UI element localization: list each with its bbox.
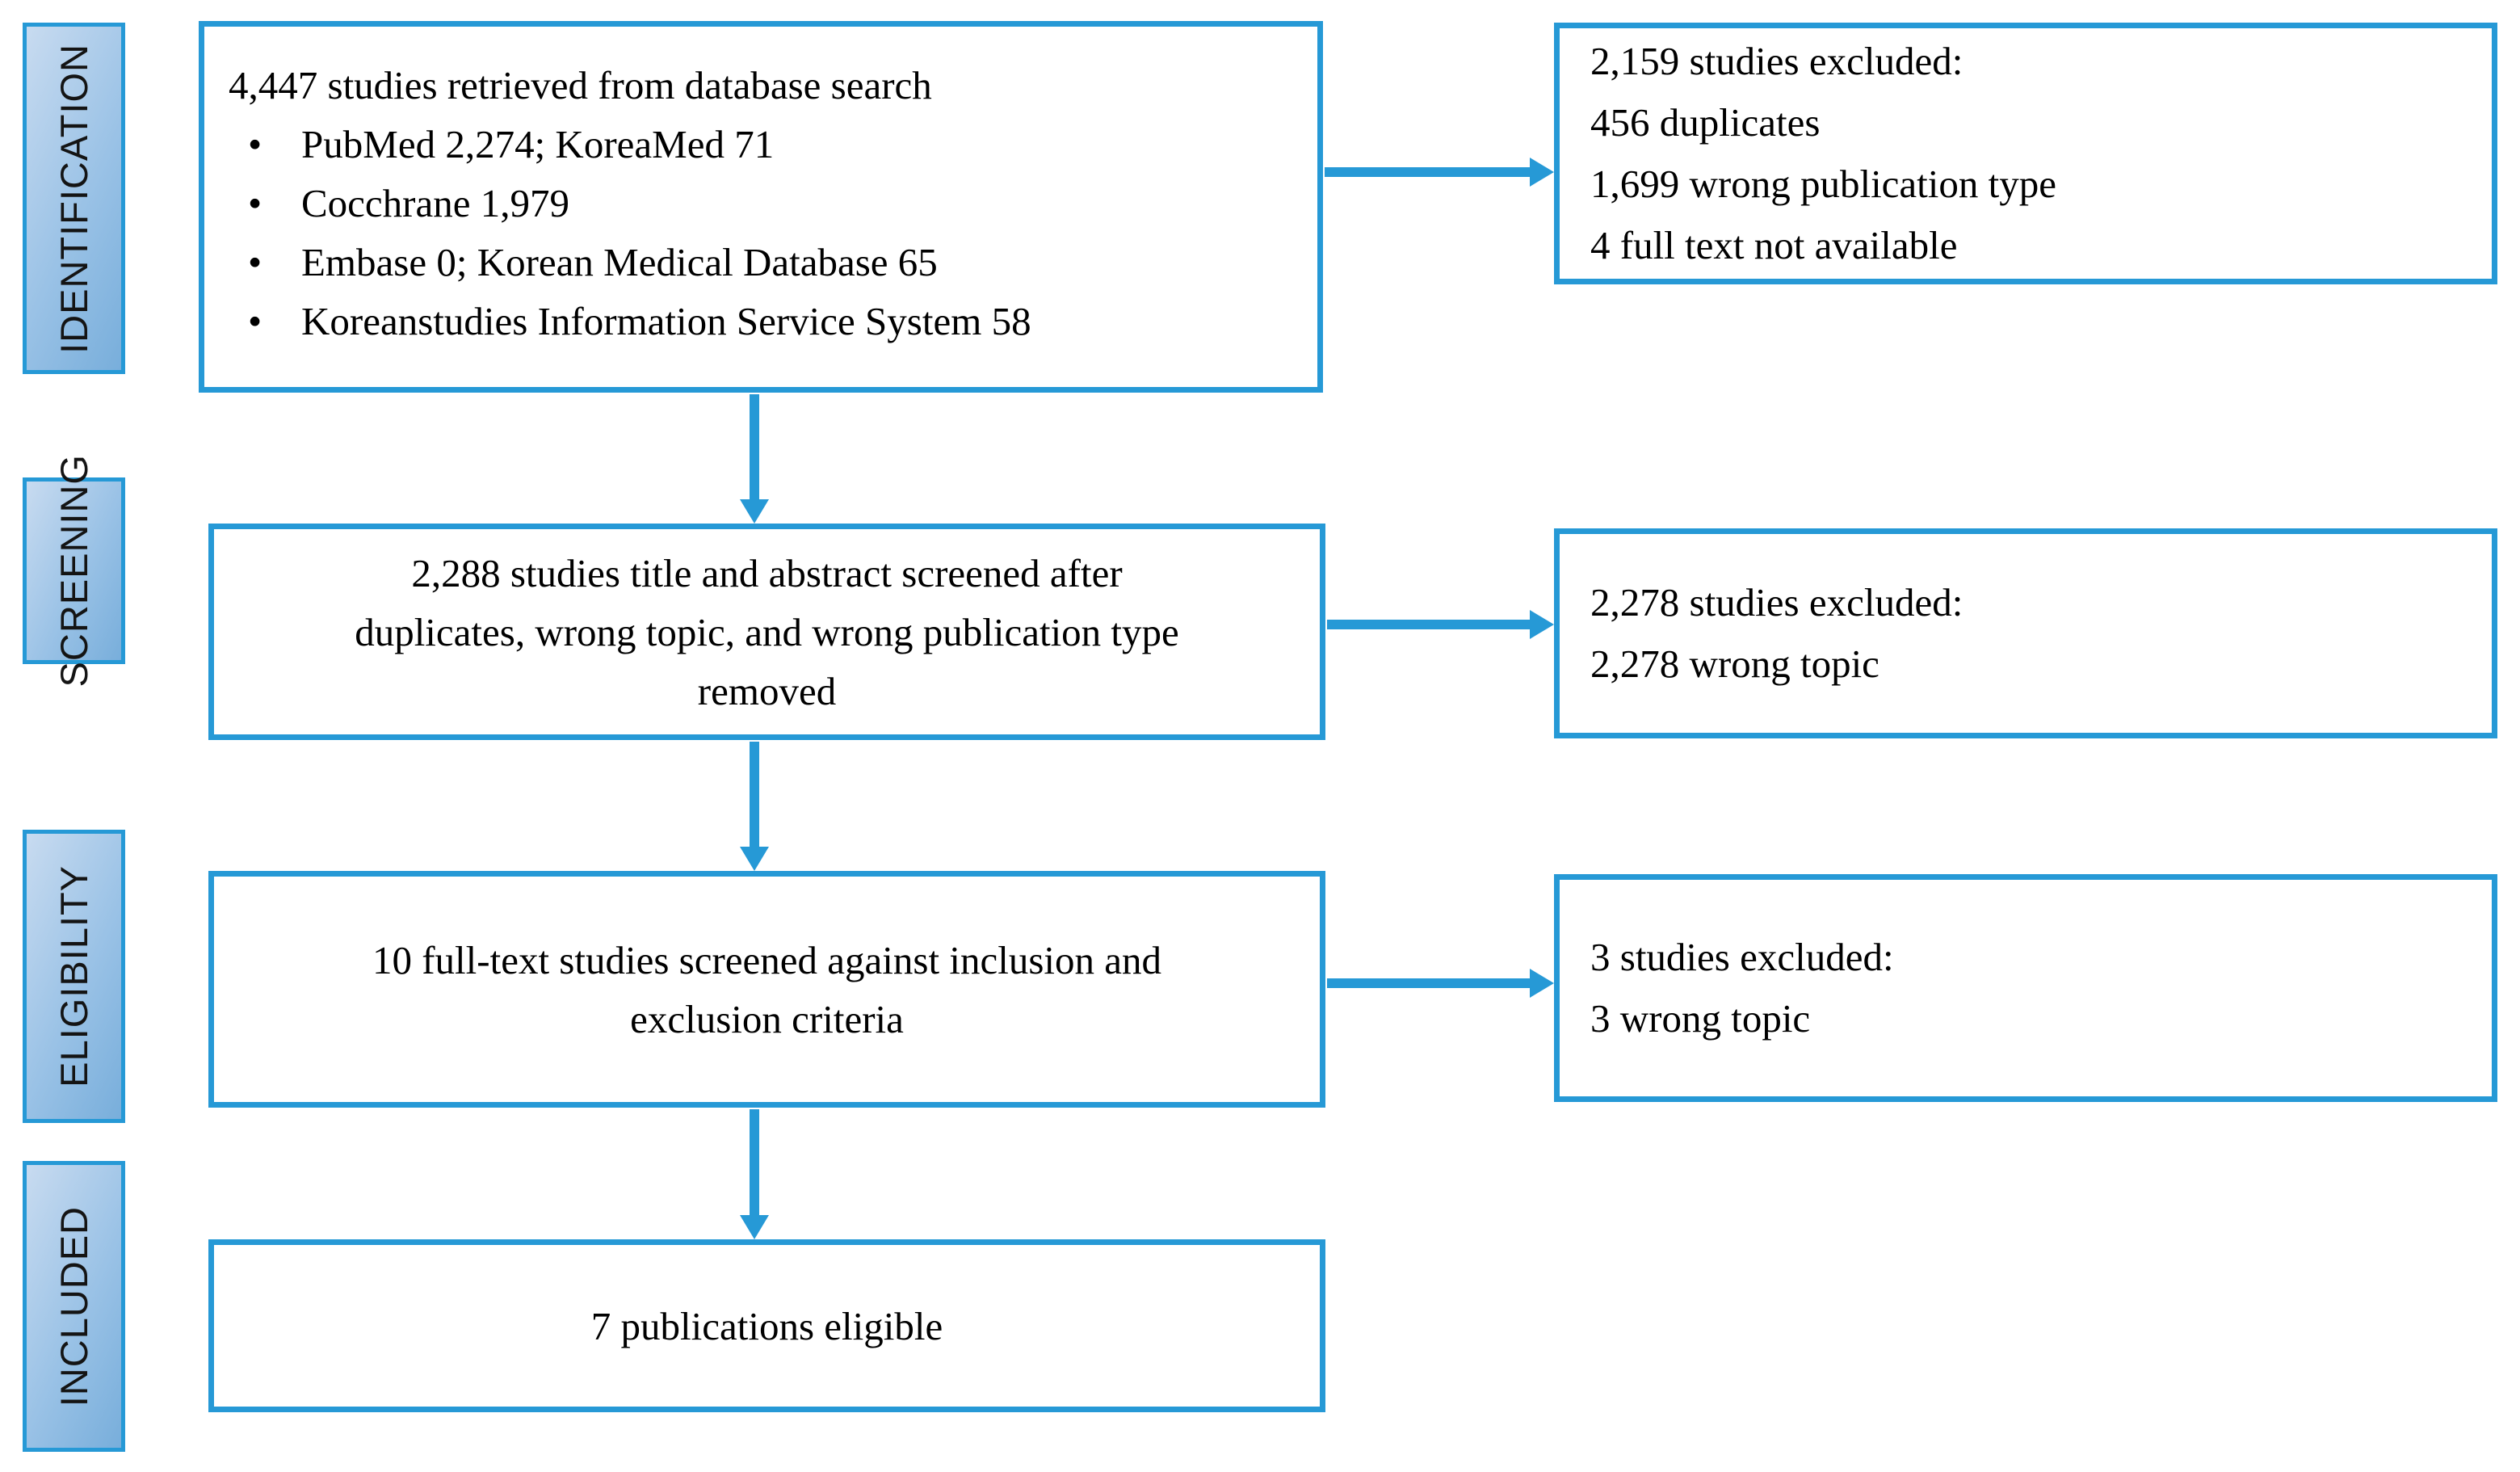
identification-box-title: 4,447 studies retrieved from database se… — [229, 63, 932, 107]
screening-excluded-box: 2,278 studies excluded: 2,278 wrong topi… — [1554, 528, 2497, 738]
identification-box: 4,447 studies retrieved from database se… — [199, 21, 1323, 393]
identification-excluded-line-1: 2,159 studies excluded: — [1590, 39, 1964, 83]
arrow-head-right-icon — [1530, 610, 1554, 639]
stage-label-screening: SCREENING — [23, 454, 125, 688]
arrow-down-eligibility-to-included — [740, 1109, 769, 1239]
arrow-shaft — [750, 1109, 759, 1217]
stage-label-included: INCLUDED — [23, 1161, 125, 1452]
arrow-right-identification-to-excluded — [1325, 158, 1554, 187]
bullet-icon: • — [248, 240, 262, 284]
arrow-head-down-icon — [740, 499, 769, 524]
stage-label-identification-text: IDENTIFICATION — [52, 43, 95, 354]
screening-excluded-line-1: 2,278 studies excluded: — [1590, 580, 1964, 625]
eligibility-excluded-line-1: 3 studies excluded: — [1590, 935, 1894, 979]
identification-excluded-line-2: 456 duplicates — [1590, 100, 1821, 145]
arrow-head-down-icon — [740, 847, 769, 871]
identification-excluded-line-3: 1,699 wrong publication type — [1590, 162, 2057, 206]
bullet-icon: • — [248, 122, 262, 166]
identification-bullet-1: • PubMed 2,274; KoreaMed 71 — [229, 115, 1293, 174]
arrow-head-right-icon — [1530, 969, 1554, 998]
arrow-shaft — [750, 742, 759, 848]
stage-label-included-text: INCLUDED — [52, 1205, 95, 1407]
screening-box-line-1: 2,288 studies title and abstract screene… — [411, 550, 1123, 595]
identification-bullet-1-text: PubMed 2,274; KoreaMed 71 — [301, 122, 775, 166]
arrow-shaft — [750, 394, 759, 501]
arrow-down-identification-to-screening — [740, 394, 769, 524]
identification-bullet-2: • Cocchrane 1,979 — [229, 174, 1293, 233]
arrow-shaft — [1327, 620, 1533, 629]
stage-label-eligibility: ELIGIBILITY — [23, 830, 125, 1123]
arrow-right-screening-to-excluded — [1327, 610, 1554, 639]
arrow-right-eligibility-to-excluded — [1327, 969, 1554, 998]
identification-bullet-4: • Koreanstudies Information Service Syst… — [229, 292, 1293, 351]
arrow-shaft — [1327, 978, 1533, 988]
arrow-head-right-icon — [1530, 158, 1554, 187]
eligibility-box-line-2: exclusion criteria — [630, 996, 904, 1041]
eligibility-box: 10 full-text studies screened against in… — [208, 871, 1325, 1108]
stage-label-identification: IDENTIFICATION — [23, 23, 125, 374]
identification-excluded-box: 2,159 studies excluded: 456 duplicates 1… — [1554, 23, 2497, 284]
screening-box: 2,288 studies title and abstract screene… — [208, 524, 1325, 740]
eligibility-box-line-1: 10 full-text studies screened against in… — [372, 937, 1162, 982]
arrow-head-down-icon — [740, 1215, 769, 1239]
bullet-icon: • — [248, 181, 262, 225]
bullet-icon: • — [248, 299, 262, 343]
identification-bullet-2-text: Cocchrane 1,979 — [301, 181, 569, 225]
identification-bullet-3-text: Embase 0; Korean Medical Database 65 — [301, 240, 938, 284]
stage-label-screening-text: SCREENING — [52, 454, 95, 688]
included-box: 7 publications eligible — [208, 1239, 1325, 1412]
included-box-line-1: 7 publications eligible — [590, 1303, 943, 1348]
stage-label-eligibility-text: ELIGIBILITY — [52, 865, 95, 1087]
identification-bullet-4-text: Koreanstudies Information Service System… — [301, 299, 1031, 343]
identification-bullet-3: • Embase 0; Korean Medical Database 65 — [229, 233, 1293, 292]
identification-excluded-line-4: 4 full text not available — [1590, 223, 1958, 267]
arrow-shaft — [1325, 167, 1533, 177]
arrow-down-screening-to-eligibility — [740, 742, 769, 871]
eligibility-excluded-box: 3 studies excluded: 3 wrong topic — [1554, 874, 2497, 1102]
screening-box-line-3: removed — [697, 668, 837, 713]
eligibility-excluded-line-2: 3 wrong topic — [1590, 996, 1811, 1041]
screening-box-line-2: duplicates, wrong topic, and wrong publi… — [355, 609, 1179, 654]
screening-excluded-line-2: 2,278 wrong topic — [1590, 641, 1880, 686]
